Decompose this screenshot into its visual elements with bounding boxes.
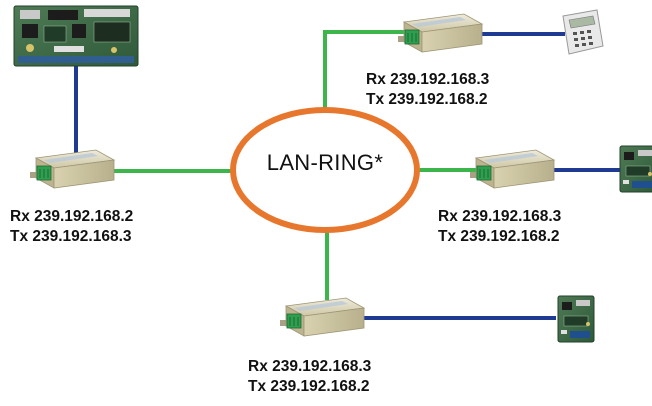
lan-ring-label: LAN-RING* [266,150,384,175]
rx-address: Rx 239.192.168.3 [366,71,490,88]
controller-board [13,5,139,67]
io-board-right [619,145,652,193]
rx-address: Rx 239.192.168.3 [248,358,372,375]
node-label-left: Rx 239.192.168.2 Tx 239.192.168.3 [10,207,133,247]
tx-address: Tx 239.192.168.3 [10,228,132,245]
keypad-device [562,9,604,55]
tx-address: Tx 239.192.168.2 [366,91,488,108]
node-label-right: Rx 239.192.168.3 Tx 239.192.168.2 [438,207,561,247]
lan-link-top [323,30,404,108]
lan-ring [230,107,420,233]
media-converter-right [469,149,555,189]
media-converter-top [397,13,483,53]
node-label-bottom: Rx 239.192.168.3 Tx 239.192.168.2 [248,357,371,397]
rx-address: Rx 239.192.168.3 [438,208,562,225]
media-converter-left [29,149,115,189]
tx-address: Tx 239.192.168.2 [438,228,560,245]
io-board-bottom [557,295,595,343]
rx-address: Rx 239.192.168.2 [10,208,134,225]
media-converter-bottom [279,297,365,337]
tx-address: Tx 239.192.168.2 [248,378,370,395]
node-label-top: Rx 239.192.168.3 Tx 239.192.168.2 [366,70,489,110]
